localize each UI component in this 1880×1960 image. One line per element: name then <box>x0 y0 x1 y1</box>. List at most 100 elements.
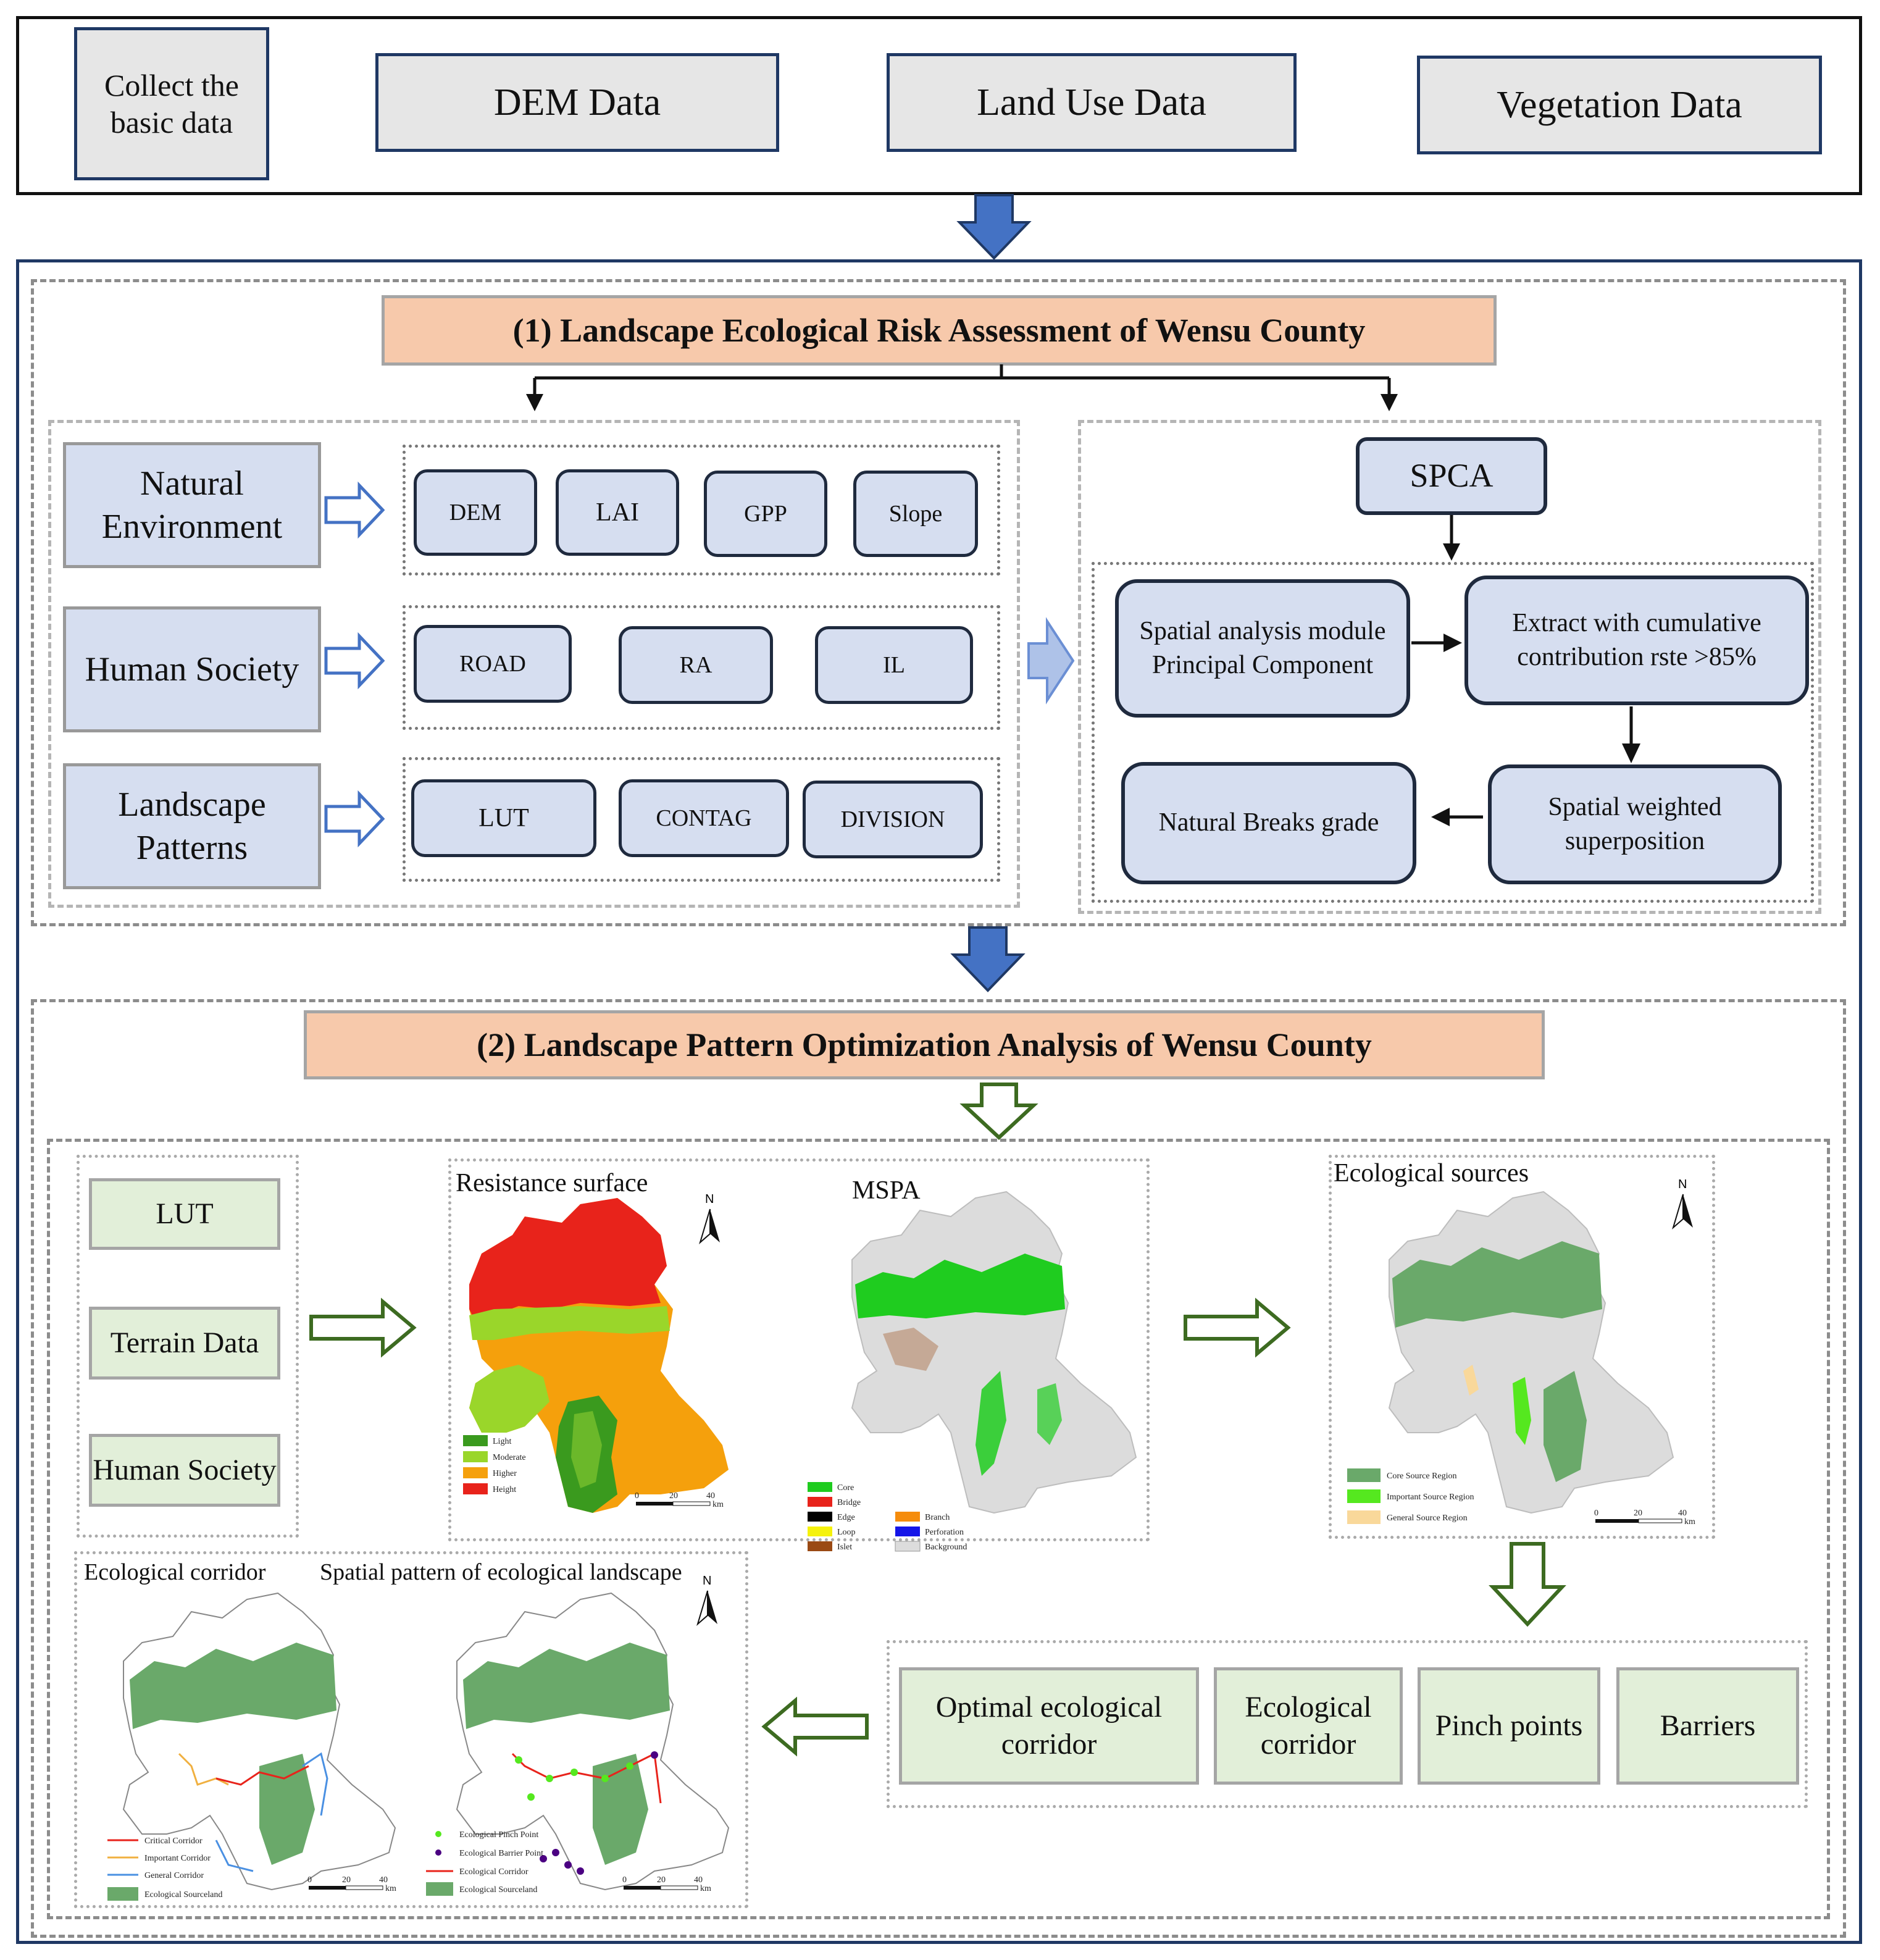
corridor-pattern-panel <box>74 1551 748 1908</box>
resistance-surface-title: Resistance surface <box>456 1169 648 1197</box>
ecological-corridor-title: Ecological corridor <box>84 1559 266 1585</box>
scale-bar-icon: 0 20 40 km <box>635 1491 724 1509</box>
indicator-dem-label: DEM <box>449 500 502 526</box>
section2-frame <box>31 999 1846 1938</box>
outline-right-arrow-icon <box>324 790 385 848</box>
indicator-lut-label: LUT <box>478 804 529 832</box>
down-arrow-icon <box>950 926 1026 992</box>
svg-text:20: 20 <box>1634 1509 1642 1518</box>
svg-text:General Source Region: General Source Region <box>1387 1514 1468 1523</box>
natural-indicator-group <box>403 445 1000 576</box>
outline-right-arrow-icon <box>324 481 385 539</box>
landscape-patterns-label: Landscape Patterns <box>118 785 266 867</box>
barriers-label: Barriers <box>1660 1709 1756 1742</box>
svg-text:km: km <box>700 1884 711 1893</box>
indicator-contag: CONTAG <box>619 779 789 857</box>
north-arrow-icon: N <box>1672 1178 1693 1230</box>
section1-title-text: (1) Landscape Ecological Risk Assessment… <box>512 312 1366 349</box>
spatial-pattern-legend: Ecological Pinch Point Ecological Barrie… <box>426 1830 543 1896</box>
resistance-mspa-panel <box>448 1158 1150 1541</box>
collect-basic-data-box: Collect the basic data <box>74 27 269 180</box>
input-lut-box: LUT <box>89 1178 280 1250</box>
spca-step-extract: Extract with cumulative contribution rst… <box>1464 576 1809 705</box>
optimal-corridor-box: Optimal ecological corridor <box>899 1667 1199 1785</box>
scale-bar-icon: 0 20 40 km <box>307 1875 396 1893</box>
mspa-title: MSPA <box>852 1176 921 1205</box>
north-arrow-icon: N <box>699 1192 720 1245</box>
right-connector-arrow <box>1411 634 1462 652</box>
mspa-legend: Core Bridge Edge Loop Islet Branch Perfo… <box>808 1482 967 1552</box>
svg-text:Important Source Region: Important Source Region <box>1387 1493 1474 1502</box>
spatial-pattern-map: Ecological Pinch Point Ecological Barrie… <box>426 1592 730 1896</box>
spatial-pattern-title: Spatial pattern of ecological landscape <box>320 1559 682 1585</box>
scale-bar-icon: 0 20 40 km <box>622 1875 711 1893</box>
indicator-contag-label: CONTAG <box>656 805 752 831</box>
resistance-legend-height: Height <box>493 1485 516 1494</box>
svg-text:0: 0 <box>635 1491 639 1501</box>
svg-text:Ecological Sourceland: Ecological Sourceland <box>144 1890 222 1899</box>
indicator-ra-label: RA <box>679 652 712 678</box>
green-left-arrow-icon <box>761 1696 869 1757</box>
analysis-framework-frame <box>16 259 1862 1944</box>
human-society-box: Human Society <box>63 606 321 732</box>
svg-text:km: km <box>712 1500 724 1509</box>
green-down-arrow-icon <box>1489 1542 1566 1627</box>
down-arrow-icon <box>956 194 1032 260</box>
svg-text:Core: Core <box>837 1483 854 1493</box>
vegetation-data-label: Vegetation Data <box>1497 83 1742 126</box>
svg-text:Background: Background <box>925 1543 967 1552</box>
resistance-legend-moderate: Moderate <box>493 1453 526 1462</box>
ecological-corridor-label: Ecological corridor <box>1245 1691 1372 1761</box>
ecological-corridor-map: Critical Corridor Important Corridor Gen… <box>107 1592 396 1901</box>
section2-title: (2) Landscape Pattern Optimization Analy… <box>304 1010 1545 1079</box>
corridor-legend: Critical Corridor Important Corridor Gen… <box>107 1836 222 1901</box>
section1-title: (1) Landscape Ecological Risk Assessment… <box>382 295 1497 366</box>
land-use-data-box: Land Use Data <box>887 53 1297 152</box>
scale-bar-icon: 0 20 40 km <box>1594 1509 1695 1527</box>
indicator-slope-label: Slope <box>888 501 943 527</box>
vegetation-data-box: Vegetation Data <box>1417 56 1822 154</box>
dem-data-box: DEM Data <box>375 53 779 152</box>
natural-environment-label: Natural Environment <box>101 464 283 546</box>
mspa-map: Core Bridge Edge Loop Islet Branch Perfo… <box>808 1191 1137 1552</box>
spca-step4-label: Natural Breaks grade <box>1158 808 1379 837</box>
spca-step-principal-component: Spatial analysis module Principal Compon… <box>1115 579 1410 718</box>
svg-text:N: N <box>1678 1178 1687 1191</box>
indicator-il-label: IL <box>883 652 905 678</box>
land-use-data-label: Land Use Data <box>977 81 1206 124</box>
svg-text:Ecological Pinch Point: Ecological Pinch Point <box>459 1830 538 1840</box>
landscape-indicator-group <box>403 757 1000 882</box>
indicator-lut: LUT <box>411 779 596 857</box>
svg-text:Ecological Corridor: Ecological Corridor <box>459 1867 528 1877</box>
spca-box: SPCA <box>1356 437 1547 515</box>
indicator-road-label: ROAD <box>459 651 526 677</box>
indicator-il: IL <box>815 626 973 704</box>
svg-text:Important Corridor: Important Corridor <box>144 1854 211 1863</box>
resistance-legend-light: Light <box>493 1437 511 1446</box>
spca-process-group <box>1092 562 1814 903</box>
svg-text:20: 20 <box>669 1491 678 1501</box>
indicator-gpp-label: GPP <box>744 501 787 527</box>
down-connector-arrow <box>1443 515 1460 561</box>
spca-step2-label: Extract with cumulative contribution rst… <box>1512 608 1761 671</box>
human-indicator-group <box>403 605 1000 730</box>
svg-text:40: 40 <box>694 1875 703 1885</box>
spca-step1-label: Spatial analysis module Principal Compon… <box>1139 616 1386 679</box>
svg-text:20: 20 <box>657 1875 666 1885</box>
optimization-panel <box>47 1139 1830 1919</box>
north-arrow-icon: N <box>696 1574 717 1627</box>
outline-right-arrow-icon <box>324 632 385 690</box>
svg-text:Islet: Islet <box>837 1543 852 1552</box>
indicator-lai: LAI <box>556 469 679 556</box>
svg-text:km: km <box>385 1884 396 1893</box>
svg-text:Critical Corridor: Critical Corridor <box>144 1836 203 1846</box>
barriers-box: Barriers <box>1616 1667 1799 1785</box>
svg-text:Bridge: Bridge <box>837 1498 861 1507</box>
svg-text:40: 40 <box>1678 1509 1687 1518</box>
resistance-legend: Light Moderate Higher Height <box>463 1435 526 1494</box>
indicator-dem: DEM <box>414 469 537 556</box>
indicator-road: ROAD <box>414 625 572 703</box>
basic-data-panel <box>16 16 1862 195</box>
svg-text:0: 0 <box>1594 1509 1598 1518</box>
left-connector-arrow <box>1431 808 1483 826</box>
